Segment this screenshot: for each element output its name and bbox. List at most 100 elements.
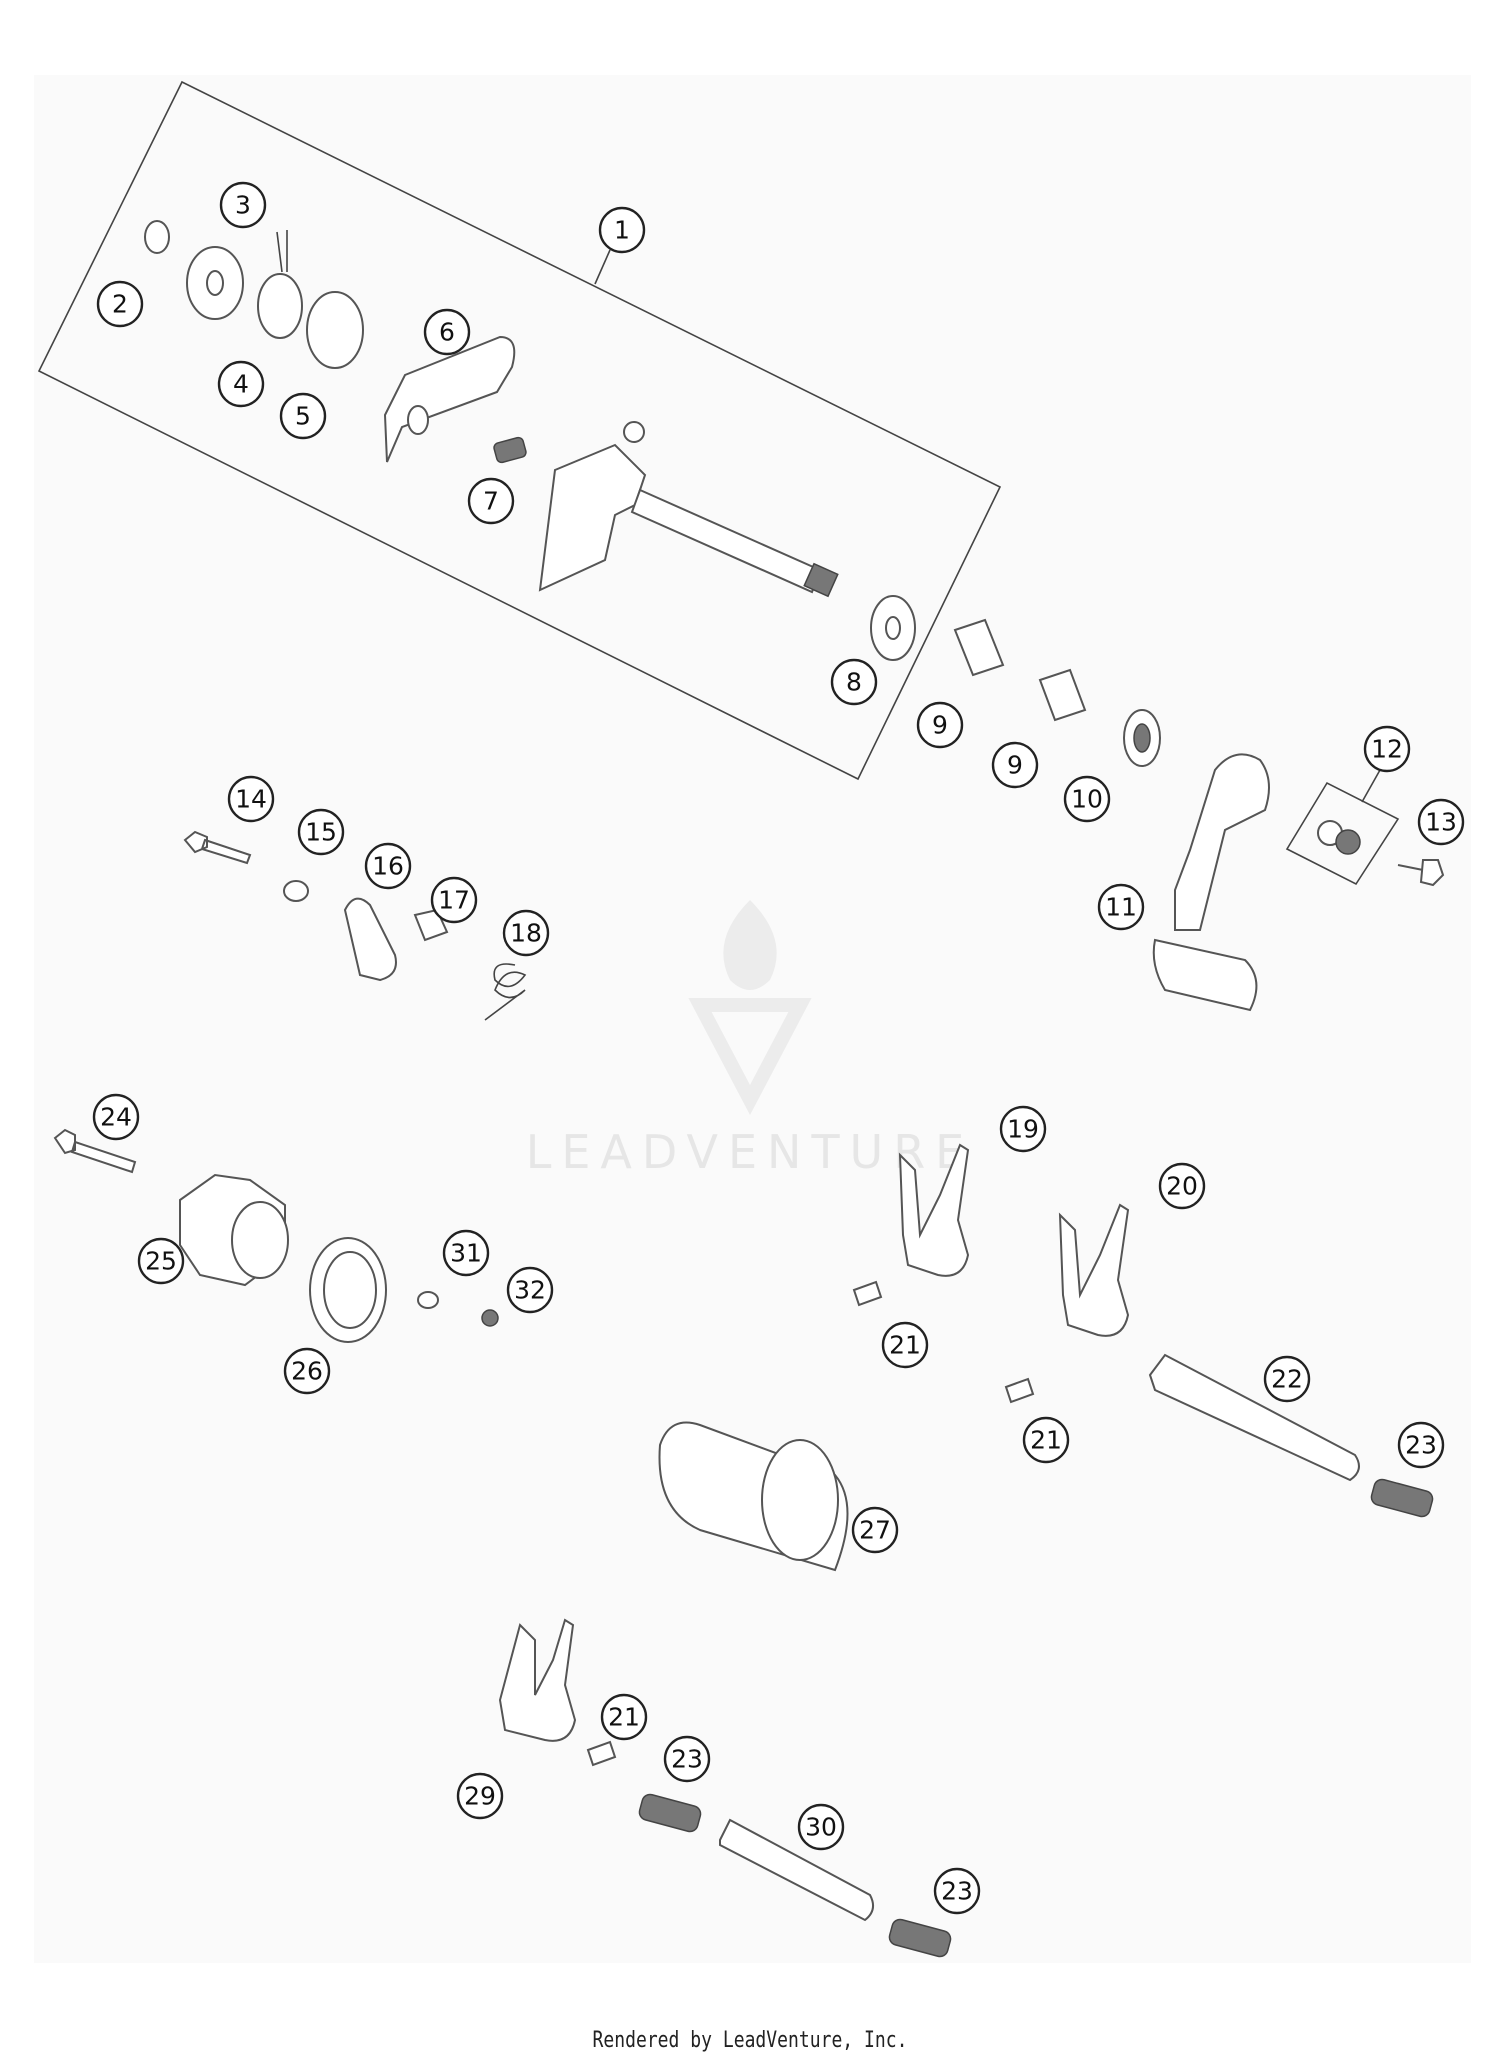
callout-21[interactable]: 21 — [600, 1693, 648, 1741]
part-2-ring — [144, 220, 170, 254]
part-3-spring — [257, 273, 303, 339]
svg-text:22: 22 — [1271, 1365, 1303, 1394]
svg-text:21: 21 — [889, 1331, 921, 1360]
callout-9[interactable]: 9 — [916, 701, 964, 749]
svg-text:8: 8 — [846, 668, 862, 697]
svg-text:13: 13 — [1425, 808, 1457, 837]
svg-text:20: 20 — [1166, 1172, 1198, 1201]
part-6-guide-plate — [383, 335, 516, 463]
part-32-screw — [481, 1309, 499, 1327]
callout-12[interactable]: 12 — [1363, 725, 1411, 773]
svg-text:3: 3 — [235, 191, 251, 220]
part-shift-shaft — [630, 488, 822, 594]
callout-21[interactable]: 21 — [881, 1321, 929, 1369]
svg-text:14: 14 — [235, 785, 267, 814]
callout-18[interactable]: 18 — [502, 909, 550, 957]
part-23-plug-2 — [638, 1793, 702, 1833]
part-5-plate — [306, 291, 364, 369]
part-15-washer — [283, 880, 309, 902]
callout-13[interactable]: 13 — [1417, 798, 1465, 846]
part-9-bushing-2 — [1038, 668, 1087, 722]
callout-30[interactable]: 30 — [797, 1803, 845, 1851]
callout-26[interactable]: 26 — [283, 1347, 331, 1395]
svg-text:9: 9 — [1007, 751, 1023, 780]
svg-text:23: 23 — [1405, 1431, 1437, 1460]
assembly-box-12 — [1285, 781, 1400, 886]
part-19-shift-fork — [898, 1143, 970, 1277]
callout-23[interactable]: 23 — [663, 1735, 711, 1783]
svg-text:29: 29 — [464, 1782, 496, 1811]
callout-11[interactable]: 11 — [1097, 883, 1145, 931]
callout-31[interactable]: 31 — [442, 1229, 490, 1277]
parts-group-shift-lever — [870, 595, 1445, 1012]
part-21-pin-3 — [586, 1740, 617, 1767]
callout-5[interactable]: 5 — [279, 392, 327, 440]
part-18-spring — [484, 963, 527, 1021]
callout-23[interactable]: 23 — [1397, 1421, 1445, 1469]
part-14-bolt — [183, 830, 252, 865]
assembly-box-1 — [37, 80, 1002, 781]
diagram-panel — [34, 75, 1471, 1963]
svg-text:15: 15 — [305, 818, 337, 847]
part-23-plug — [1370, 1478, 1434, 1518]
part-16-detent-lever — [343, 897, 397, 982]
part-23-plug-3 — [888, 1918, 952, 1958]
part-24-bolt — [53, 1128, 137, 1174]
svg-text:21: 21 — [1030, 1426, 1062, 1455]
callout-23[interactable]: 23 — [933, 1867, 981, 1915]
callout-17[interactable]: 17 — [430, 876, 478, 924]
part-7-spring — [493, 436, 527, 464]
leader-line-1 — [594, 249, 611, 285]
part-13-bolt — [1397, 859, 1445, 887]
svg-text:27: 27 — [859, 1516, 891, 1545]
svg-text:11: 11 — [1105, 893, 1137, 922]
parts-group-shift-shaft — [144, 220, 839, 598]
parts-group-shift-drum-locating — [53, 1128, 499, 1343]
callout-21[interactable]: 21 — [1022, 1416, 1070, 1464]
callout-25[interactable]: 25 — [137, 1237, 185, 1285]
callout-8[interactable]: 8 — [830, 658, 878, 706]
callout-22[interactable]: 22 — [1263, 1355, 1311, 1403]
part-22-fork-rail — [1148, 1353, 1360, 1482]
part-9-bushing — [953, 618, 1005, 677]
svg-text:30: 30 — [805, 1813, 837, 1842]
svg-text:19: 19 — [1007, 1115, 1039, 1144]
callout-4[interactable]: 4 — [217, 360, 265, 408]
watermark-logo: LEADVENTURE — [526, 900, 975, 1179]
svg-text:26: 26 — [291, 1357, 323, 1386]
callout-3[interactable]: 3 — [219, 181, 267, 229]
callout-6[interactable]: 6 — [423, 308, 471, 356]
svg-text:32: 32 — [514, 1276, 546, 1305]
callout-10[interactable]: 10 — [1063, 775, 1111, 823]
part-21-pin — [852, 1280, 883, 1307]
callout-20[interactable]: 20 — [1158, 1162, 1206, 1210]
callout-32[interactable]: 32 — [506, 1266, 554, 1314]
callout-16[interactable]: 16 — [364, 842, 412, 890]
callout-24[interactable]: 24 — [92, 1093, 140, 1141]
svg-text:7: 7 — [483, 487, 499, 516]
part-30-fork-rail — [719, 1818, 875, 1922]
svg-text:10: 10 — [1071, 785, 1103, 814]
callout-29[interactable]: 29 — [456, 1772, 504, 1820]
svg-text:18: 18 — [510, 919, 542, 948]
callout-9[interactable]: 9 — [991, 741, 1039, 789]
svg-text:16: 16 — [372, 852, 404, 881]
callout-15[interactable]: 15 — [297, 808, 345, 856]
callout-19[interactable]: 19 — [999, 1105, 1047, 1153]
svg-text:1: 1 — [614, 216, 630, 245]
svg-text:12: 12 — [1371, 735, 1403, 764]
svg-text:24: 24 — [100, 1103, 132, 1132]
svg-text:17: 17 — [438, 886, 470, 915]
svg-text:21: 21 — [608, 1703, 640, 1732]
svg-text:23: 23 — [671, 1745, 703, 1774]
footer-credit: Rendered by LeadVenture, Inc. — [592, 2028, 908, 2053]
callout-27[interactable]: 27 — [851, 1506, 899, 1554]
callout-1[interactable]: 1 — [598, 206, 646, 254]
svg-text:4: 4 — [233, 370, 249, 399]
watermark-text: LEADVENTURE — [526, 1125, 975, 1179]
callout-7[interactable]: 7 — [467, 477, 515, 525]
part-29-shift-fork — [498, 1618, 577, 1742]
callout-2[interactable]: 2 — [96, 280, 144, 328]
callout-14[interactable]: 14 — [227, 775, 275, 823]
svg-text:9: 9 — [932, 711, 948, 740]
